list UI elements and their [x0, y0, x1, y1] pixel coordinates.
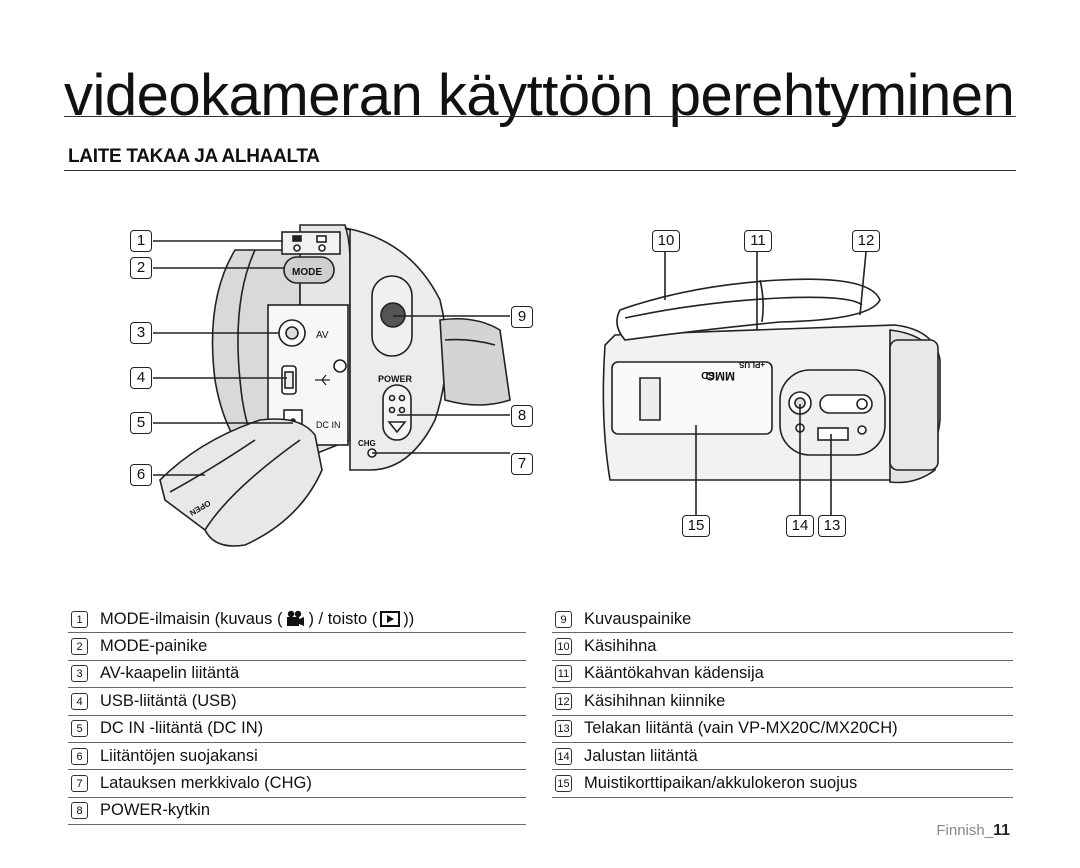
legend-text: Telakan liitäntä (vain VP-MX20C/MX20CH) [584, 719, 898, 738]
legend-number: 5 [71, 720, 88, 738]
movie-camera-icon [287, 610, 305, 627]
callout-15: 15 [682, 515, 710, 537]
legend-row: 8 POWER-kytkin [68, 798, 526, 826]
legend-text: DC IN -liitäntä (DC IN) [100, 719, 264, 738]
legend-number: 1 [71, 610, 88, 628]
legend-row: 7 Latauksen merkkivalo (CHG) [68, 770, 526, 798]
legend-number: 10 [555, 638, 572, 656]
legend-row: 10 Käsihihna [552, 633, 1013, 661]
legend-number: 14 [555, 747, 572, 765]
section-heading: LAITE TAKAA JA ALHAALTA [68, 146, 320, 167]
section-rule [64, 170, 1016, 171]
legend-row: 4 USB-liitäntä (USB) [68, 688, 526, 716]
callout-7: 7 [511, 453, 533, 475]
callout-13: 13 [818, 515, 846, 537]
dc-in-label: DC IN [316, 420, 341, 430]
legend-number: 13 [555, 720, 572, 738]
legend-row: 15 Muistikorttipaikan/akkulokeron suojus [552, 770, 1013, 798]
callout-11: 11 [744, 230, 772, 252]
legend-number: 11 [555, 665, 572, 683]
page-number: 11 [993, 822, 1010, 839]
legend-number: 4 [71, 692, 88, 710]
power-label: POWER [378, 374, 413, 384]
callout-6: 6 [130, 464, 152, 486]
legend-text: Käsihihna [584, 637, 657, 656]
legend-text: Muistikorttipaikan/akkulokeron suojus [584, 774, 858, 793]
legend-text: Käsihihnan kiinnike [584, 691, 726, 710]
camcorder-bottom-view [602, 278, 941, 484]
legend-number: 9 [555, 610, 572, 628]
legend-row: 14 Jalustan liitäntä [552, 743, 1013, 771]
legend-text: Latauksen merkkivalo (CHG) [100, 774, 312, 793]
page-footer: Finnish_11 [936, 822, 1010, 840]
legend-text: Kuvauspainike [584, 609, 692, 628]
legend-text: Liitäntöjen suojakansi [100, 746, 258, 765]
legend-left: 1 MODE-ilmaisin (kuvaus ( ) / toisto ( )… [68, 606, 526, 826]
page-title: videokameran käyttöön perehtyminen [64, 63, 1015, 128]
sd-label: SD [701, 369, 715, 380]
legend-right: 9 Kuvauspainike 10 Käsihihna 11 Kääntökahva… [552, 606, 1013, 798]
playback-icon [380, 611, 401, 628]
leader-lines [153, 240, 867, 515]
legend-row: 3 AV-kaapelin liitäntä [68, 661, 526, 689]
av-label: AV [316, 330, 329, 341]
legend-number: 8 [71, 802, 88, 820]
legend-text: )) [403, 609, 415, 628]
legend-row: 6 Liitäntöjen suojakansi [68, 743, 526, 771]
camcorder-illustration: MODE AV DC IN POWER CHG OPEN MMC +PLUS S… [153, 224, 941, 547]
legend-row: 1 MODE-ilmaisin (kuvaus ( ) / toisto ( )… [68, 606, 526, 634]
legend-text: MODE-painike [100, 637, 208, 656]
legend-text: MODE-ilmaisin (kuvaus ( [100, 609, 283, 628]
camcorder-back-view [159, 224, 511, 547]
legend-number: 6 [71, 747, 88, 765]
callout-5: 5 [130, 412, 152, 434]
legend-row: 11 Kääntökahvan kädensija [552, 661, 1013, 689]
legend-number: 3 [71, 665, 88, 683]
legend-number: 12 [555, 692, 572, 710]
legend-row: 12 Käsihihnan kiinnike [552, 688, 1013, 716]
legend-row: 9 Kuvauspainike [552, 606, 1013, 634]
footer-language: Finnish_ [936, 822, 994, 839]
callout-3: 3 [130, 322, 152, 344]
legend-number: 15 [555, 775, 572, 793]
legend-row: 13 Telakan liitäntä (vain VP-MX20C/MX20CH… [552, 716, 1013, 743]
mode-label: MODE [292, 267, 322, 278]
callout-1: 1 [130, 230, 152, 252]
legend-number: 2 [71, 638, 88, 656]
legend-text: USB-liitäntä (USB) [100, 691, 237, 710]
callout-4: 4 [130, 367, 152, 389]
chg-label: CHG [358, 439, 376, 448]
legend-text: POWER-kytkin [100, 801, 211, 820]
legend-row: 5 DC IN -liitäntä (DC IN) [68, 716, 526, 743]
callout-12: 12 [852, 230, 880, 252]
title-rule [64, 116, 1016, 117]
callout-9: 9 [511, 306, 533, 328]
callout-8: 8 [511, 405, 533, 427]
callout-14: 14 [786, 515, 814, 537]
callout-10: 10 [652, 230, 680, 252]
legend-text: Jalustan liitäntä [584, 746, 698, 765]
legend-number: 7 [71, 775, 88, 793]
plus-label: +PLUS [738, 360, 765, 369]
usb-icon [315, 374, 330, 386]
legend-text: ) / toisto ( [308, 609, 378, 628]
callout-2: 2 [130, 257, 152, 279]
legend-row: 2 MODE-painike [68, 633, 526, 661]
legend-text: AV-kaapelin liitäntä [100, 664, 240, 683]
mmc-label: MMC [706, 369, 735, 383]
legend-text: Kääntökahvan kädensija [584, 664, 764, 683]
